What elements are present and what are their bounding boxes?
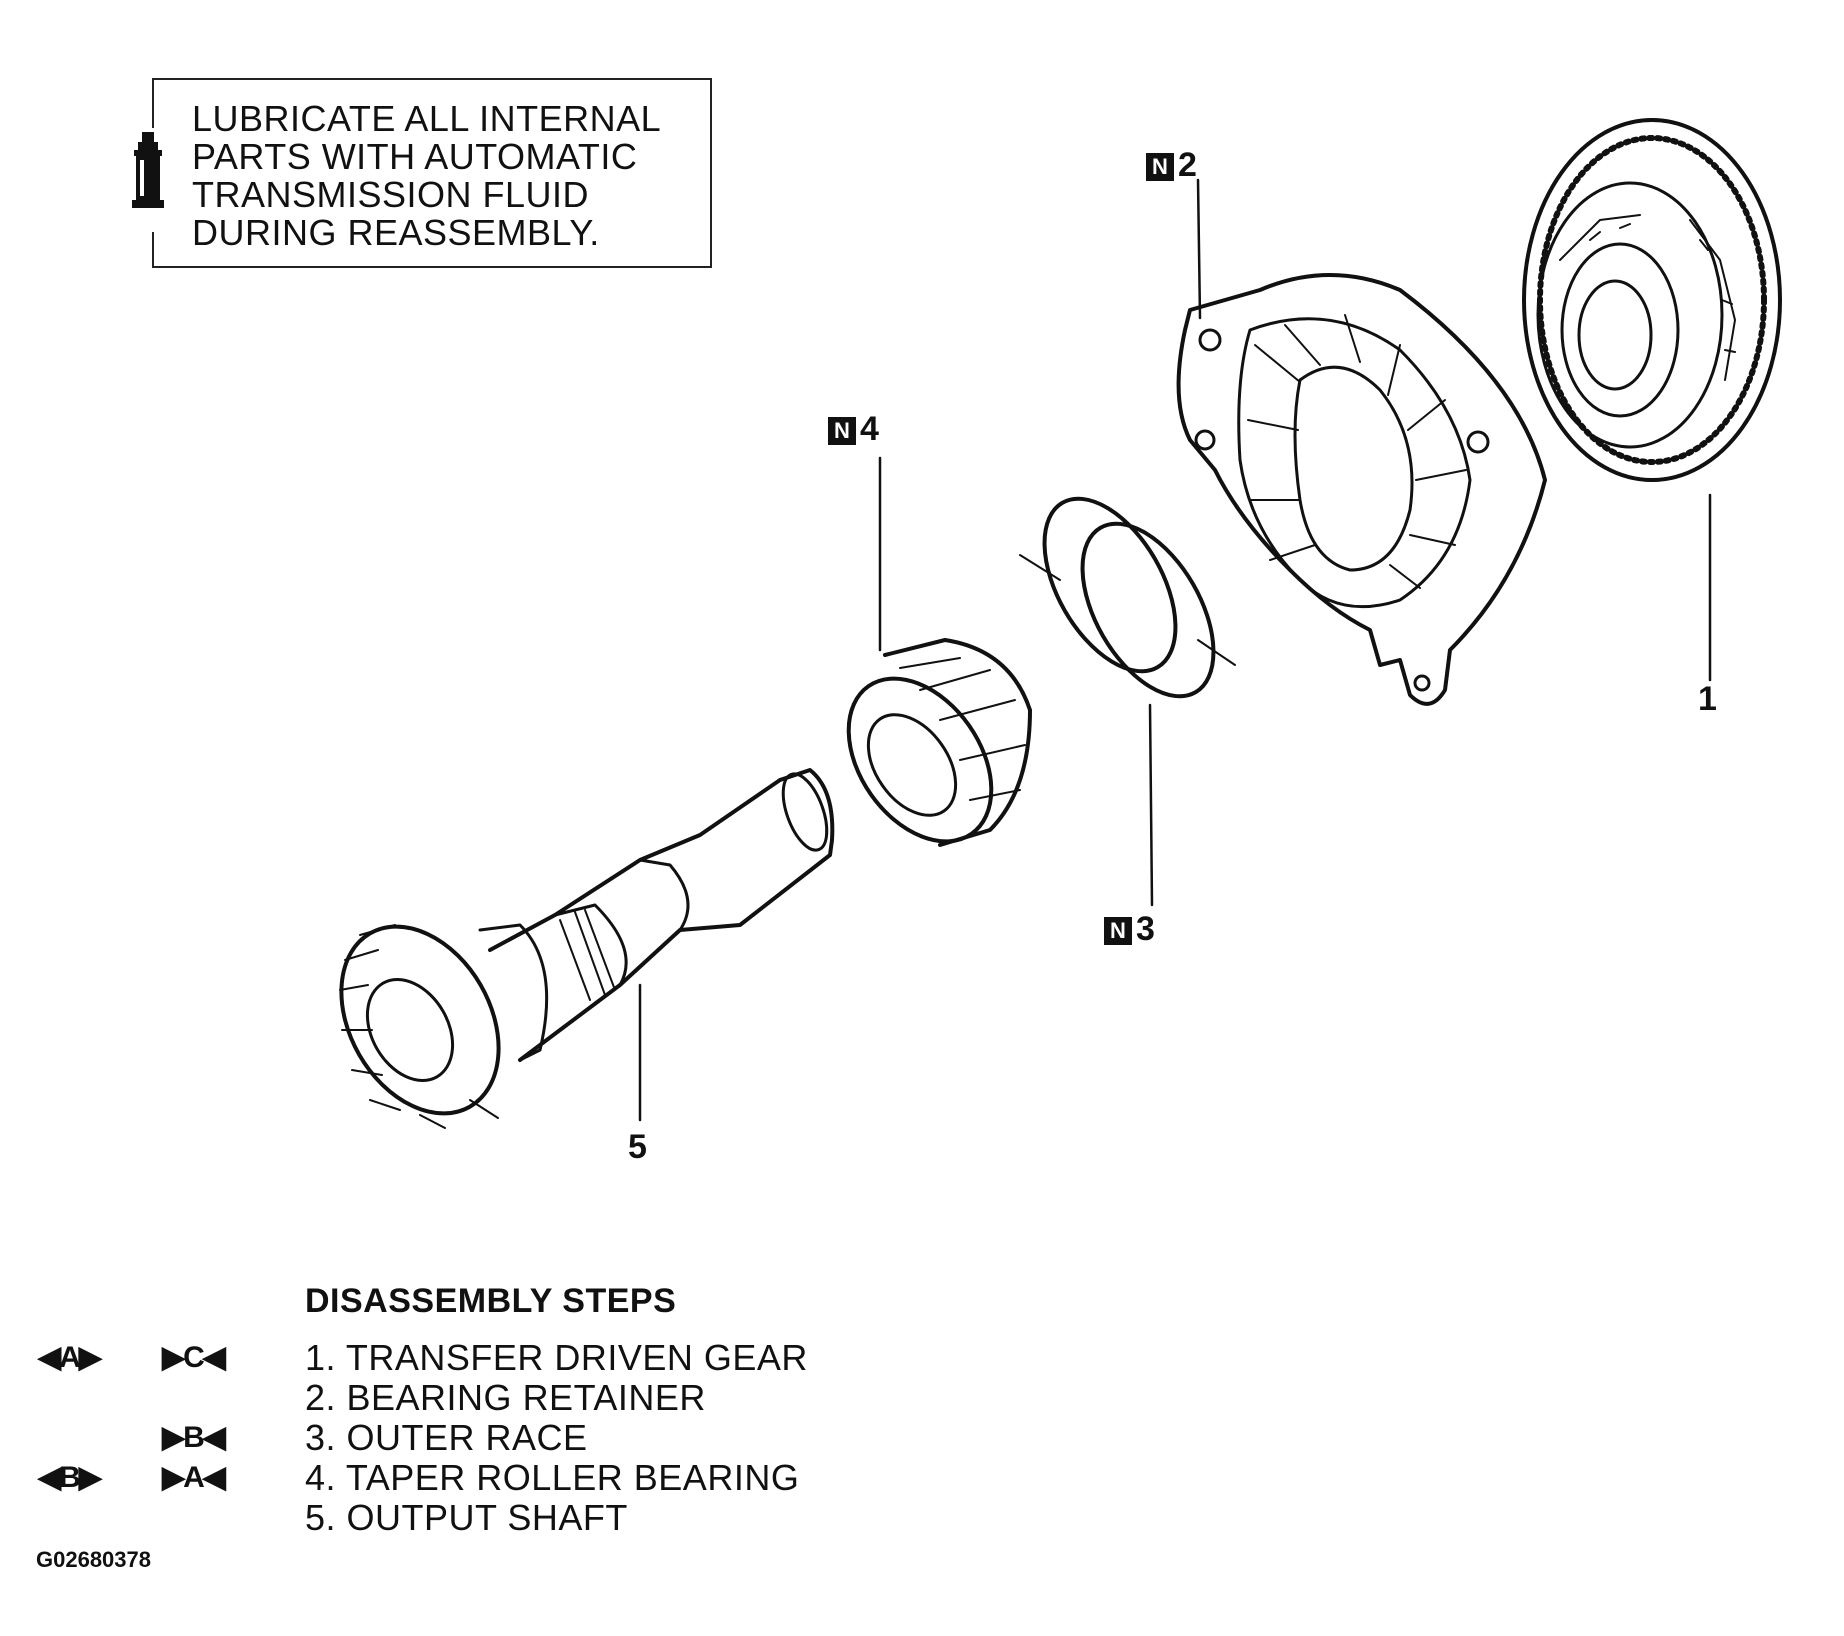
- step-item-4: 4. TAPER ROLLER BEARING: [305, 1457, 800, 1498]
- service-mark-r4-left: ◀B▶: [38, 1461, 102, 1494]
- step-item-1: 1. TRANSFER DRIVEN GEAR: [305, 1337, 808, 1378]
- note-box-left-edge-bottom: [152, 232, 154, 268]
- disassembly-steps-title: DISASSEMBLY STEPS: [305, 1282, 677, 1320]
- taper-roller-bearing: [846, 638, 1032, 847]
- step-item-3: 3. OUTER RACE: [305, 1417, 588, 1458]
- n-badge-icon: N: [1146, 153, 1174, 182]
- oil-can-icon: [132, 132, 164, 208]
- callout-2-number: 2: [1178, 146, 1197, 184]
- service-mark-r4-right: ▶A◀: [162, 1461, 226, 1494]
- figure-code: G02680378: [36, 1547, 151, 1572]
- n-badge-icon: N: [1104, 917, 1132, 946]
- service-mark-r3-right: ▶B◀: [162, 1421, 226, 1454]
- output-shaft: [339, 768, 835, 1129]
- step-item-5: 5. OUTPUT SHAFT: [305, 1497, 628, 1538]
- bearing-retainer: [1176, 273, 1547, 706]
- lubrication-note-box: [152, 78, 712, 268]
- note-line-1: LUBRICATE ALL INTERNAL: [192, 98, 662, 139]
- service-mark-r1-right: ▶C◀: [162, 1341, 226, 1374]
- leader-lines: [638, 178, 1712, 1122]
- note-line-3: TRANSMISSION FLUID: [192, 174, 590, 215]
- transfer-driven-gear: [1522, 118, 1782, 482]
- n-badge-icon: N: [828, 417, 856, 446]
- outer-race: [1019, 496, 1236, 699]
- note-line-2: PARTS WITH AUTOMATIC: [192, 136, 638, 177]
- callout-1: 1: [1698, 680, 1717, 718]
- step-item-2: 2. BEARING RETAINER: [305, 1377, 706, 1418]
- callout-3-number: 3: [1136, 910, 1155, 948]
- note-line-4: DURING REASSEMBLY.: [192, 212, 600, 253]
- note-box-left-edge-top: [152, 78, 154, 128]
- callout-4-number: 4: [860, 410, 879, 448]
- callout-5: 5: [628, 1128, 647, 1166]
- service-mark-r1-left: ◀A▶: [38, 1341, 102, 1374]
